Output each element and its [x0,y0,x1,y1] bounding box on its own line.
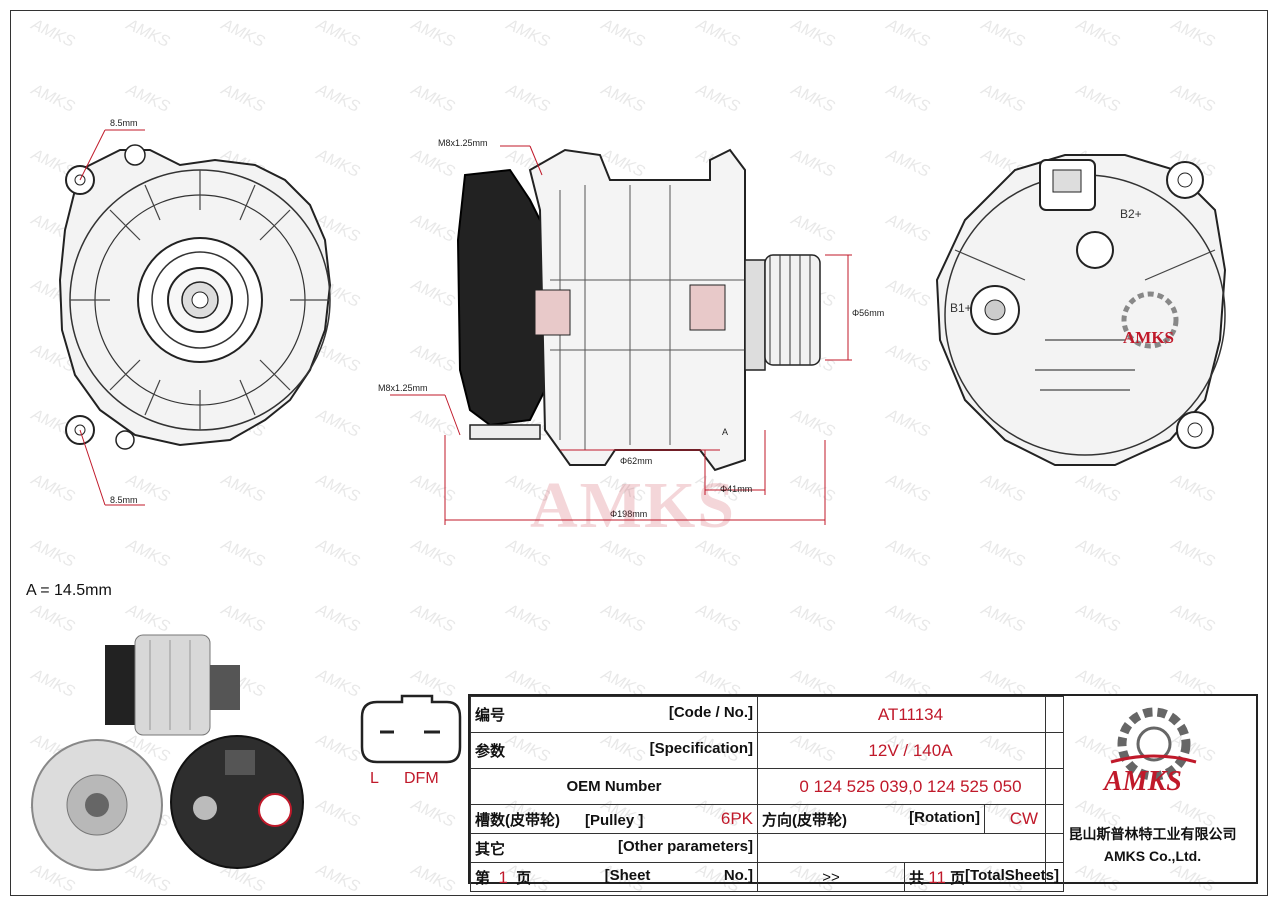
rear-logo-gear: AMKS [1121,291,1179,349]
other-value [757,833,1064,863]
pulley-header: 槽数(皮带轮) [Pulley ] 6PK [470,804,758,834]
oem-label: OEM Number [470,768,758,805]
b1-terminal-label: B1+ [950,301,972,315]
d198-label: Φ198mm [610,509,647,519]
drawing-frame [10,10,1268,896]
spec-value: 12V / 140A [757,732,1064,769]
plug-connector [360,694,462,764]
product-photo-side [105,634,240,736]
alternator-side-view: M8x1.25mm M8x1.25mm Φ56mm Φ62mm Φ41mm Φ1… [378,138,884,525]
product-photo-front [31,739,163,871]
code-value: AT11134 [757,696,1064,733]
d41-label: Φ41mm [720,484,752,494]
b2-terminal-label: B2+ [1120,207,1142,221]
other-header: 其它[Other parameters] [470,833,758,863]
company-logo-text: AMKS [1102,766,1182,797]
alternator-front-view: 8.5mm 8.5mm [58,118,332,506]
thread-top-label: M8x1.25mm [438,138,488,148]
pulley-dia-label: Φ56mm [852,308,884,318]
big-watermark: AMKS [530,469,736,542]
company-name-en: AMKS Co.,Ltd. [1103,848,1202,864]
company-name-cn: 昆山斯普林特工业有限公司 [1068,826,1237,842]
pulley-value: 6PK [720,808,753,828]
code-header: 编号[Code / No.] [470,696,758,733]
company-block: AMKS 昆山斯普林特工业有限公司 AMKS Co.,Ltd. [1045,696,1259,882]
d62-label: Φ62mm [620,456,652,466]
a-dimension-note: A = 14.5mm [26,582,112,599]
product-photo-rear [170,735,304,869]
plug-dfm-label: DFM [404,770,439,787]
rear-logo-text: AMKS [1123,328,1174,347]
spec-header: 参数[Specification] [470,732,758,769]
spec-table: 编号[Code / No.] AT11134 参数[Specification]… [468,694,1259,892]
company-logo: AMKS [1102,707,1197,797]
rotation-header: 方向(皮带轮)[Rotation] [757,804,985,834]
top-hole-dim: 8.5mm [110,118,138,128]
oem-value: 0 124 525 039,0 124 525 050 [757,768,1064,805]
bottom-hole-dim: 8.5mm [110,495,138,505]
plug-l-label: L [370,770,379,787]
sheet-arrows: >> [757,862,905,892]
alternator-rear-view: B1+ B2+ AMKS [935,154,1227,466]
a-marker: A [722,427,728,437]
thread-bottom-label: M8x1.25mm [378,383,428,393]
